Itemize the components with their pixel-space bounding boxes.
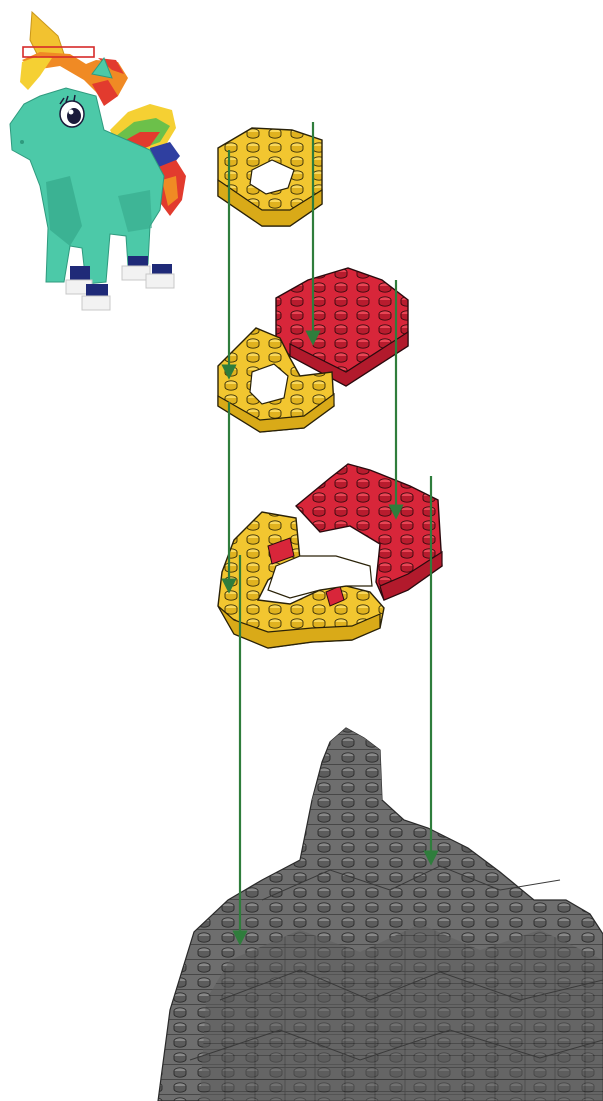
- layer-top-yellow-ring: [218, 128, 322, 226]
- layer-bottom: [218, 464, 442, 648]
- unicorn-model-preview: [10, 12, 186, 310]
- base-model: [158, 728, 603, 1101]
- unicorn-hoof: [70, 266, 90, 280]
